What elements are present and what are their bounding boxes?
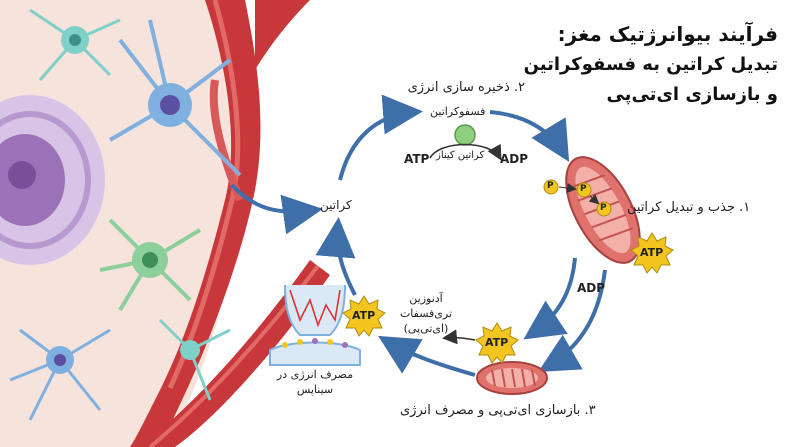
label-creatine: کراتین — [320, 198, 352, 212]
label-adenosine-2: تری‌فسفات — [399, 307, 453, 320]
atp-badge-synapse: ATP — [352, 309, 376, 322]
reaction-arc-arrow — [429, 143, 502, 161]
arrow-lower-mito-to-synapse — [378, 335, 476, 377]
phosphate-letter-3: P — [600, 203, 607, 213]
arrow-mito-to-lower-mito — [538, 269, 607, 372]
label-adenosine-1: آدنوزین — [409, 292, 443, 305]
blood-vessel-branch — [209, 79, 244, 202]
blood-vessel-lower — [140, 260, 330, 447]
atp-badge-center: ATP — [485, 336, 509, 349]
label-step1: ۱. جذب و تبدیل کراتین — [627, 200, 751, 215]
arrow-storage-to-mito — [489, 110, 570, 162]
neuron-blue-bottom — [9, 328, 111, 421]
label-phosphocreatine: فسفوکراتین — [430, 105, 486, 118]
label-adp-mid: ADP — [577, 281, 606, 295]
atp-badge-mito: ATP — [640, 246, 664, 259]
neuron-blue-top — [108, 19, 242, 177]
label-synapse-2: سیناپس — [296, 383, 334, 396]
blood-vessel-top — [255, 0, 310, 70]
mitochondrion-lower — [476, 361, 548, 395]
arrow-atp-to-adenosine — [442, 329, 476, 345]
cell-nucleus-ring — [0, 111, 91, 249]
neuron-teal-bottom — [158, 318, 231, 401]
title-line-1: فرآیند بیوانرژتیک مغز: — [557, 22, 778, 46]
phosphate-letter-2: P — [580, 184, 587, 194]
arrow-creatine-to-storage — [338, 94, 423, 181]
atp-badge-synapse-shape — [342, 295, 386, 337]
label-synapse-1: مصرف انرژی در — [276, 368, 354, 381]
phosphate-letter-1: P — [547, 181, 554, 191]
title-line-3: و بازسازی ای‌تی‌پی — [606, 84, 778, 105]
arrow-synapse-to-creatine — [315, 217, 357, 296]
label-atp-left: ATP — [404, 152, 430, 166]
label-adenosine-3: (ای‌تی‌پی) — [403, 322, 449, 335]
label-step2: ۲. ذخیره سازی انرژی — [407, 80, 525, 95]
label-creatine-kinase: کراتین کیناز — [436, 150, 485, 161]
arrow-mito-to-atp — [523, 257, 577, 340]
label-adp-right: ADP — [500, 152, 529, 166]
label-step3: ۳. بازسازی ای‌تی‌پی و مصرف انرژی — [400, 403, 596, 418]
enzyme-icon — [454, 124, 476, 146]
atp-badge-center-shape — [475, 322, 519, 364]
title-line-2: تبدیل کراتین به فسفوکراتین — [523, 54, 778, 75]
neuron-green — [99, 218, 202, 312]
arrow-vessel-to-creatine — [230, 183, 323, 235]
nucleolus — [8, 161, 36, 189]
atp-badge-mito-shape — [630, 232, 674, 274]
synapse-illustration — [269, 284, 361, 366]
phosphate-icons — [543, 179, 612, 217]
neuron-teal-top — [29, 8, 121, 81]
